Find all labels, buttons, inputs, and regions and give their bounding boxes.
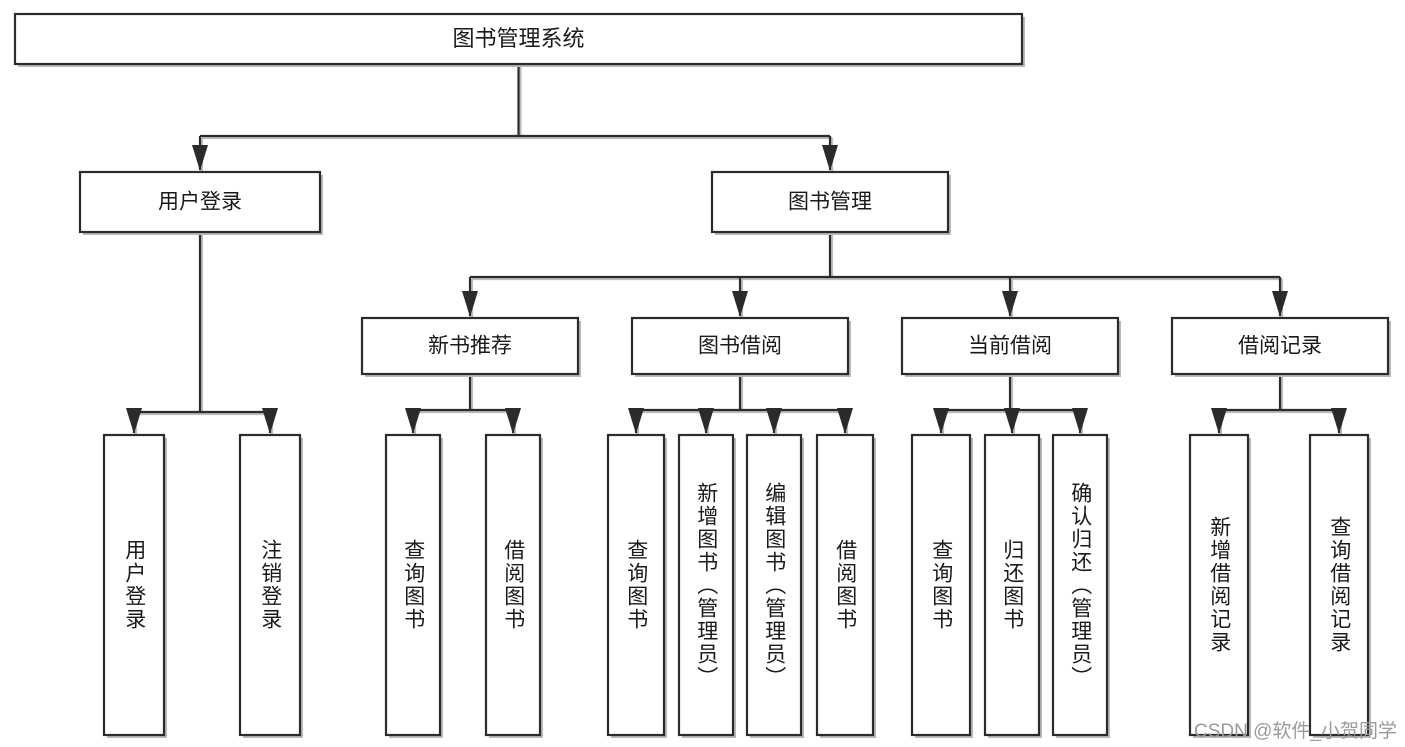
- leaf-box-leaf-add-book[interactable]: [677, 433, 735, 737]
- leaf-box-leaf-query-book-3[interactable]: [910, 433, 972, 737]
- box-layer: [13, 12, 1391, 738]
- arrow-borrow-record: [1272, 291, 1288, 317]
- leaf-box-leaf-edit-book[interactable]: [745, 433, 803, 737]
- arrow-new-book-recommend: [462, 291, 478, 317]
- leaf-box-leaf-add-record[interactable]: [1188, 433, 1250, 737]
- leaf-box-leaf-query-book-1[interactable]: [384, 433, 442, 737]
- arrow-leaf-add-book: [698, 408, 714, 434]
- arrow-leaf-user-login: [126, 408, 142, 434]
- leaf-box-leaf-confirm-return[interactable]: [1051, 433, 1109, 737]
- node-box-new-book-recommend[interactable]: [360, 316, 580, 376]
- node-box-book-management[interactable]: [710, 170, 950, 234]
- node-box-current-borrow[interactable]: [900, 316, 1120, 376]
- arrow-current-borrow: [1002, 291, 1018, 317]
- arrow-leaf-query-book-3: [933, 408, 949, 434]
- node-label-borrow-record: 借阅记录: [1238, 335, 1322, 358]
- arrow-leaf-user-logout: [262, 408, 278, 434]
- arrow-user-login: [192, 145, 208, 171]
- node-label-current-borrow: 当前借阅: [968, 335, 1052, 358]
- arrow-leaf-edit-book: [766, 408, 782, 434]
- connector-layer: [126, 64, 1347, 435]
- arrow-leaf-return-book: [1004, 408, 1020, 434]
- arrow-book-management: [822, 145, 838, 171]
- watermark: CSDN @软件_小贺同学: [1194, 721, 1397, 742]
- node-label-new-book-recommend: 新书推荐: [428, 335, 512, 358]
- arrow-leaf-query-record: [1331, 408, 1347, 434]
- leaf-box-leaf-return-book[interactable]: [983, 433, 1041, 737]
- leaf-box-leaf-borrow-book-1[interactable]: [484, 433, 542, 737]
- arrow-leaf-confirm-return: [1072, 408, 1088, 434]
- root-node-box[interactable]: [13, 12, 1024, 66]
- leaf-box-leaf-user-login[interactable]: [102, 433, 166, 737]
- arrow-book-borrow: [732, 291, 748, 317]
- arrow-leaf-borrow-book-2: [837, 408, 853, 434]
- node-box-user-login[interactable]: [78, 170, 322, 234]
- leaf-box-leaf-query-book-2[interactable]: [606, 433, 666, 737]
- node-box-borrow-record[interactable]: [1170, 316, 1390, 376]
- leaf-box-leaf-query-record[interactable]: [1308, 433, 1370, 737]
- node-label-book-borrow: 图书借阅: [698, 335, 782, 358]
- node-label-book-management: 图书管理: [788, 191, 872, 214]
- leaf-box-leaf-user-logout[interactable]: [238, 433, 302, 737]
- root-node-label: 图书管理系统: [452, 26, 584, 51]
- arrow-leaf-query-book-2: [628, 408, 644, 434]
- arrow-leaf-query-book-1: [405, 408, 421, 434]
- leaf-box-leaf-borrow-book-2[interactable]: [815, 433, 875, 737]
- arrow-leaf-borrow-book-1: [505, 408, 521, 434]
- node-label-user-login: 用户登录: [158, 191, 242, 214]
- node-box-book-borrow[interactable]: [630, 316, 850, 376]
- arrow-leaf-add-record: [1211, 408, 1227, 434]
